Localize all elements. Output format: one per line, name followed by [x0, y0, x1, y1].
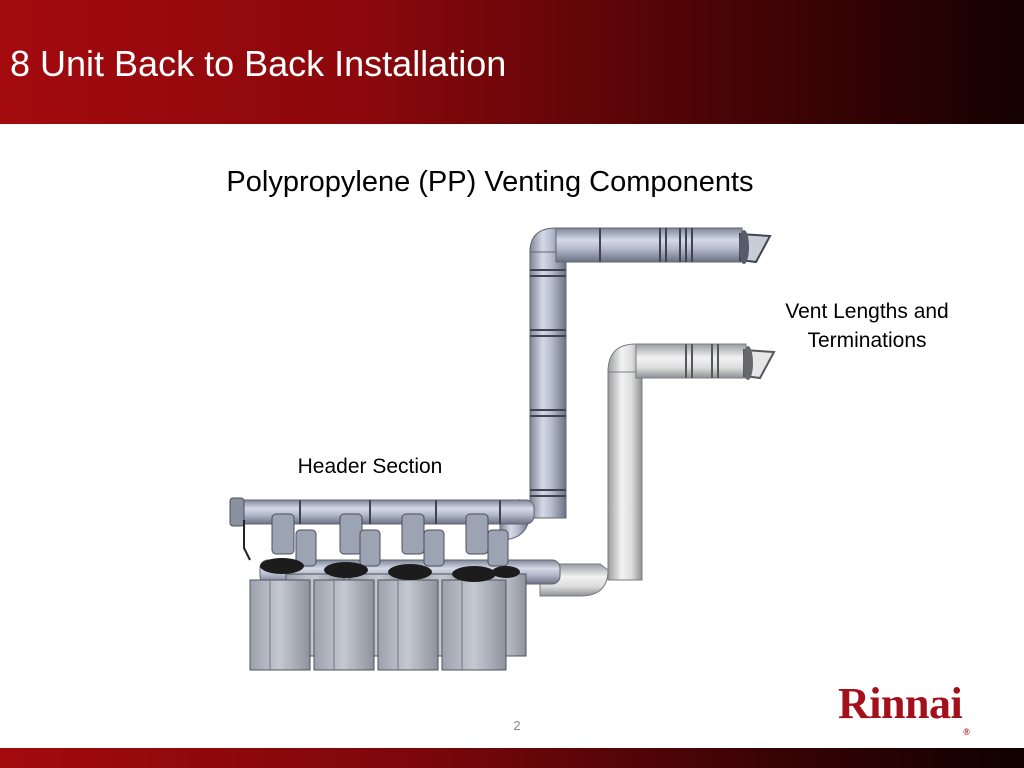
slide-title: 8 Unit Back to Back Installation	[10, 43, 507, 84]
slide-subtitle: Polypropylene (PP) Venting Components	[226, 166, 754, 198]
vent-lengths-callout: Vent Lengths and Terminations	[785, 300, 949, 352]
logo-text: Rinnai	[838, 679, 963, 728]
water-heater-units	[249, 558, 527, 671]
footer-bar	[0, 748, 1024, 768]
rinnai-logo: Rinnai®	[838, 679, 970, 738]
registered-mark: ®	[963, 727, 970, 737]
header-bar	[0, 0, 1024, 124]
page-number: 2	[513, 718, 521, 733]
header-section-callout: Header Section	[297, 455, 443, 478]
vent-pipe-lower	[539, 343, 776, 597]
